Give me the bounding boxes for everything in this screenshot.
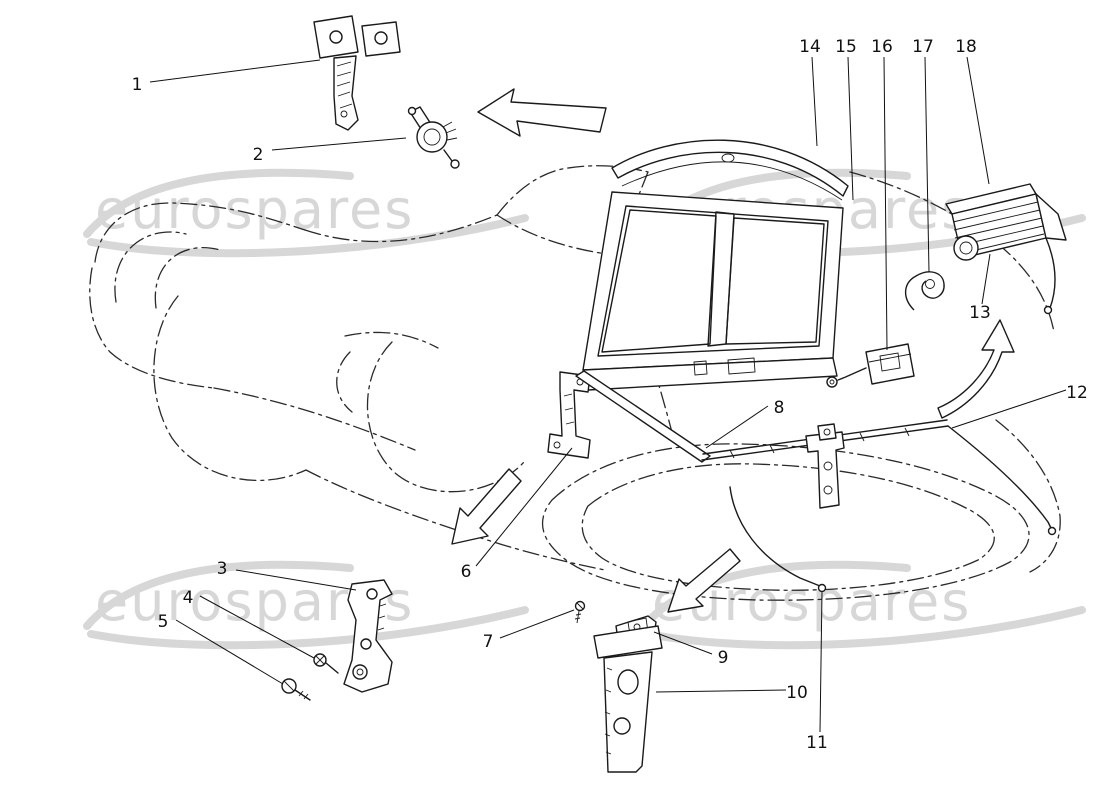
part-label-16: 16: [871, 37, 893, 57]
engine-lid-assembly: [582, 139, 849, 391]
stay-rod-right: [947, 425, 1053, 531]
part-4-bolt: [313, 653, 339, 674]
lid-trim-strip: [611, 139, 849, 197]
watermark-swoosh: [87, 606, 529, 650]
lid-center-divider: [707, 211, 735, 347]
part-label-11: 11: [806, 733, 828, 753]
center-mount-bracket: [805, 431, 845, 509]
part-label-2: 2: [253, 145, 264, 165]
part-6-lid-hinge: [547, 371, 591, 459]
part-7-screw: [574, 600, 586, 624]
arrow-curved-up-icon: [937, 319, 1015, 419]
arrow-down-left-bottom-icon: [667, 548, 741, 613]
part-label-12: 12: [1066, 383, 1088, 403]
part-label-10: 10: [786, 683, 808, 703]
part-label-17: 17: [912, 37, 934, 57]
part-number-labels: 1 2 3 4 5 6 7 8 9 10 11 12 13 14 15 16 1…: [132, 37, 1088, 753]
part-label-4: 4: [183, 588, 194, 608]
torsion-bar-assembly: [701, 419, 1057, 593]
part-16-lock-unit: [826, 343, 915, 388]
part-18-finned-unit: [945, 183, 1067, 315]
part-label-6: 6: [461, 562, 472, 582]
part-label-5: 5: [158, 612, 169, 632]
arrow-up-left-icon: [477, 88, 607, 137]
leader-lines: [149, 56, 1067, 733]
lid-seal-arc: [621, 161, 843, 201]
lid-inner-frame: [597, 205, 829, 357]
part-label-18: 18: [955, 37, 977, 57]
watermark-bottom-left: eurospares: [83, 560, 529, 650]
unit-strap: [1045, 237, 1056, 309]
part-label-3: 3: [217, 559, 228, 579]
part-label-15: 15: [835, 37, 857, 57]
part-label-9: 9: [718, 648, 729, 668]
watermark-bottom-right: eurospares: [640, 560, 1086, 650]
part-label-8: 8: [774, 398, 785, 418]
part-label-1: 1: [132, 75, 143, 95]
part-8-prop-rod: [575, 370, 711, 463]
watermark-swoosh: [83, 168, 354, 238]
trim-hole: [721, 153, 735, 163]
watermark-swoosh: [644, 606, 1086, 650]
watermark-top-left: eurospares: [83, 168, 529, 258]
part-3-bracket: [343, 579, 393, 693]
part-label-7: 7: [483, 632, 494, 652]
watermark-text: eurospares: [95, 178, 414, 241]
stay-rod-left: [729, 486, 821, 587]
arrow-down-left-icon: [451, 468, 522, 545]
part-2-switch: [407, 106, 460, 169]
insulation-pad-left: [601, 209, 717, 353]
part-10-wedge-bracket: [593, 625, 663, 773]
part-17-clip: [904, 271, 945, 311]
watermark-swoosh: [83, 560, 354, 630]
part-label-13: 13: [969, 303, 991, 323]
part-label-14: 14: [799, 37, 821, 57]
watermark-swoosh: [640, 560, 911, 630]
watermark-swoosh: [87, 214, 529, 258]
direction-arrows: [451, 88, 1015, 613]
unit-boss: [953, 235, 979, 261]
part-5-screw: [281, 678, 311, 701]
part-1-hinge-bracket: [313, 15, 401, 131]
